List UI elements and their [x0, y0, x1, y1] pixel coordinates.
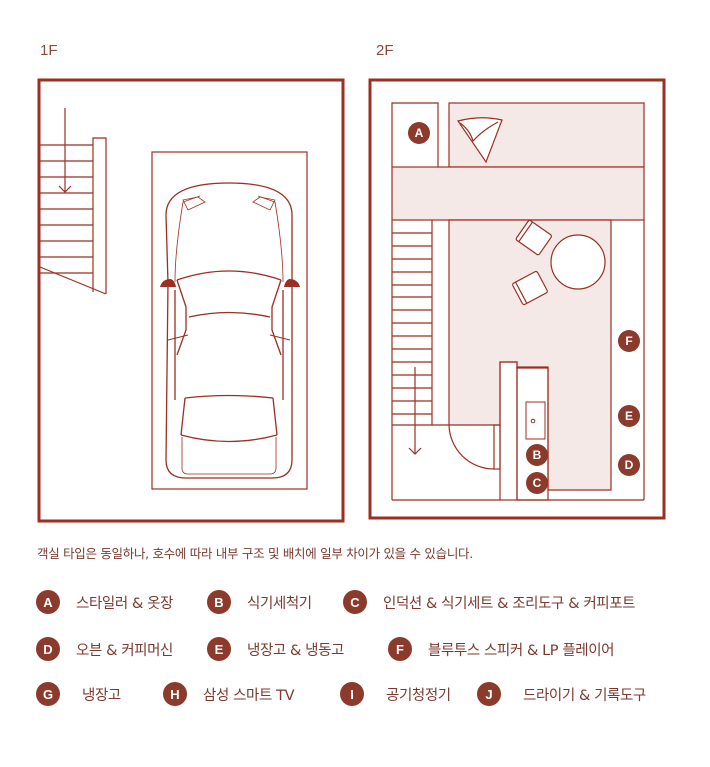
legend-badge: B: [207, 590, 231, 614]
legend-item-b: B 식기세척기: [207, 590, 312, 614]
legend-label: 냉장고 & 냉동고: [247, 642, 344, 659]
legend-label: 공기청정기: [386, 687, 451, 704]
round-table: [550, 234, 606, 290]
legend-item-h: H 삼성 스마트 TV: [163, 682, 295, 706]
legend-label: 오븐 & 커피머신: [76, 642, 173, 659]
mirror-right-icon: [284, 279, 300, 287]
legend-badge: I: [340, 682, 364, 706]
legend-badge: J: [477, 682, 501, 706]
marker-e[interactable]: E: [618, 405, 640, 427]
marker-c[interactable]: C: [526, 472, 548, 494]
parking-space: [151, 151, 308, 490]
legend-item-e: E 냉장고 & 냉동고: [207, 637, 344, 661]
legend-item-c: C 인덕션 & 식기세트 & 조리도구 & 커피포트: [343, 590, 635, 614]
legend-badge: H: [163, 682, 187, 706]
closet: [391, 102, 439, 167]
legend-item-a: A 스타일러 & 옷장: [36, 590, 173, 614]
lounge-chair-icon: [457, 117, 503, 164]
layout-note: 객실 타입은 동일하나, 호수에 따라 내부 구조 및 배치에 일부 차이가 있…: [37, 546, 473, 561]
stairs-2f: [392, 220, 449, 426]
sink-icon: [525, 401, 546, 440]
legend-item-j: J 드라이기 & 기록도구: [477, 682, 646, 706]
floor-2f-outline: [368, 78, 666, 520]
marker-f[interactable]: F: [618, 330, 640, 352]
door-swing: [448, 424, 501, 470]
legend-label: 블루투스 스피커 & LP 플레이어: [428, 642, 615, 659]
legend-label: 삼성 스마트 TV: [203, 687, 295, 704]
car-icon: [165, 182, 293, 479]
legend-badge: C: [343, 590, 367, 614]
floor-label-2f: 2F: [376, 42, 394, 59]
legend-badge: F: [388, 637, 412, 661]
stairs-arrow-2f: [408, 367, 422, 455]
marker-d[interactable]: D: [618, 454, 640, 476]
legend-label: 인덕션 & 식기세트 & 조리도구 & 커피포트: [383, 595, 636, 612]
mirror-left-icon: [160, 279, 176, 287]
legend-badge: E: [207, 637, 231, 661]
chair-icon: [512, 219, 552, 306]
stairs-1f: [39, 137, 107, 295]
legend-badge: A: [36, 590, 60, 614]
legend-item-d: D 오븐 & 커피머신: [36, 637, 173, 661]
marker-a[interactable]: A: [408, 122, 430, 144]
legend-label: 드라이기 & 기록도구: [523, 687, 646, 704]
marker-b[interactable]: B: [526, 444, 548, 466]
stairs-arrow-1f: [58, 108, 72, 193]
legend-label: 냉장고: [82, 687, 121, 704]
legend-label: 스타일러 & 옷장: [76, 595, 173, 612]
floor-1f-outline: [37, 78, 345, 523]
legend-label: 식기세척기: [247, 595, 312, 612]
legend-item-f: F 블루투스 스피커 & LP 플레이어: [388, 637, 615, 661]
floor-plan: [37, 78, 666, 523]
floor-label-1f: 1F: [40, 42, 58, 59]
legend-badge: D: [36, 637, 60, 661]
legend-badge: G: [36, 682, 60, 706]
legend-item-i: I 공기청정기: [340, 682, 451, 706]
legend-item-g: G 냉장고: [36, 682, 121, 706]
